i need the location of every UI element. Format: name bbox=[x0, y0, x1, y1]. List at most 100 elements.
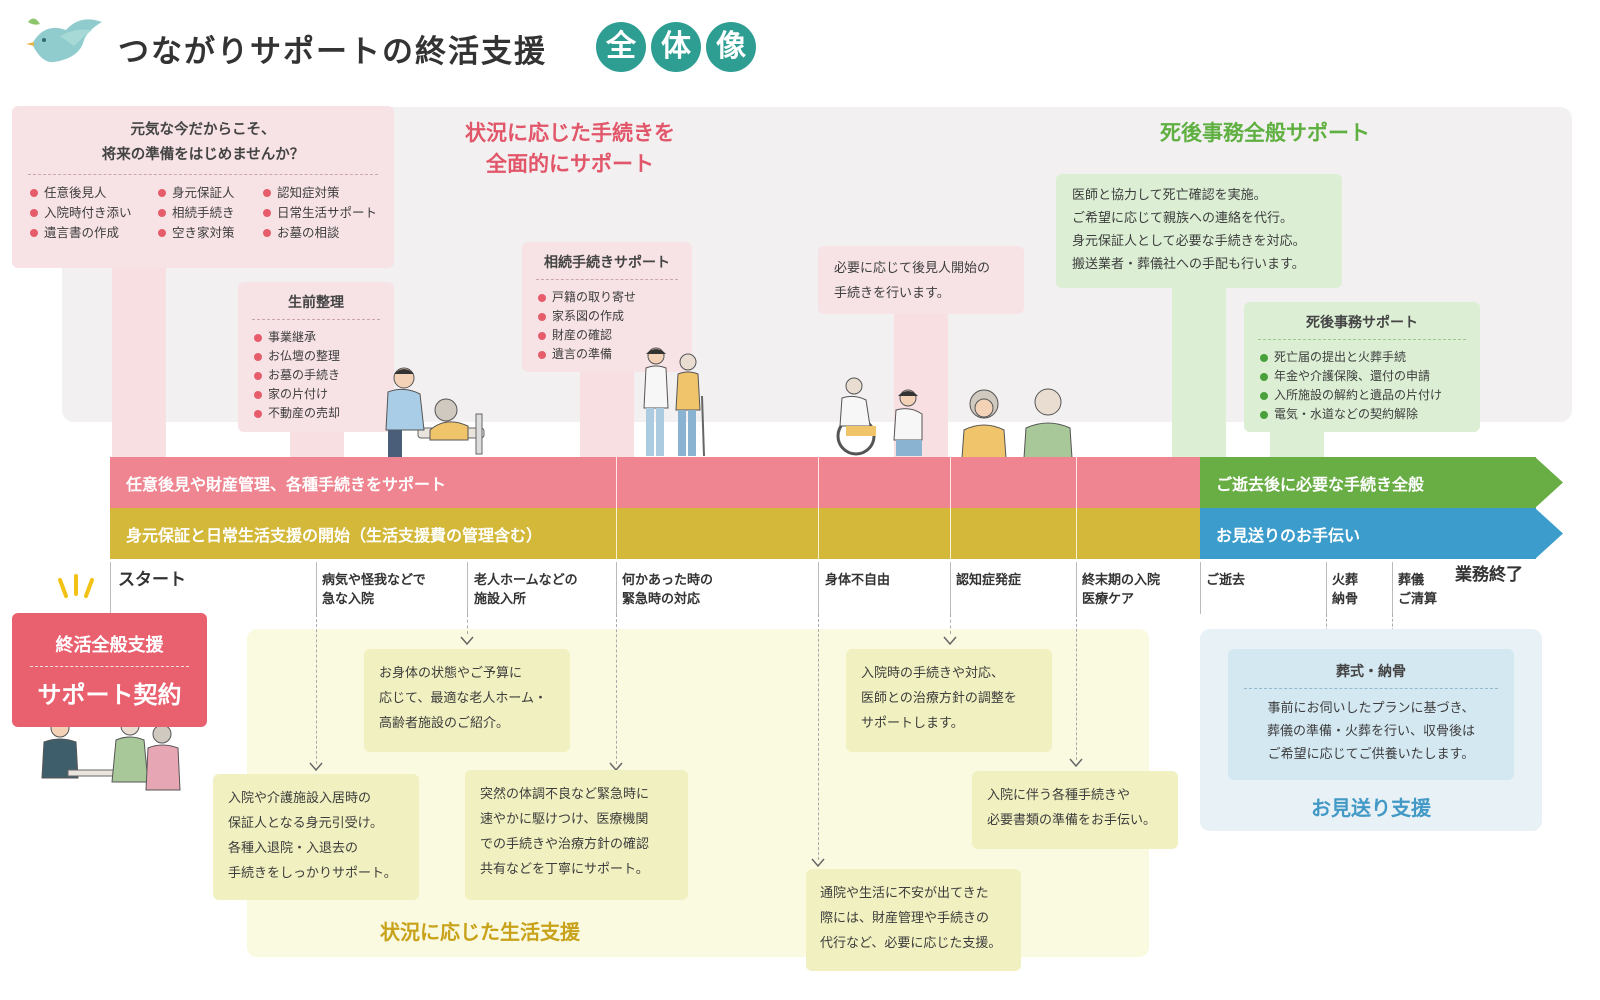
list-item: 相続手続き bbox=[156, 203, 251, 223]
list-item: お仏壇の整理 bbox=[252, 347, 380, 366]
title-badge-char-1: 全 bbox=[596, 22, 646, 72]
card-line: 高齢者施設のご紹介。 bbox=[379, 716, 510, 731]
stage-separator bbox=[1200, 562, 1201, 614]
stage-separator bbox=[818, 562, 819, 614]
connector-bar bbox=[290, 430, 344, 458]
list-item: 遺言の準備 bbox=[536, 345, 678, 364]
documents-card: 入院に伴う各種手続きや 必要書類の準備をお手伝い。 bbox=[972, 771, 1178, 849]
card-line: での手続きや治療方針の確認 bbox=[480, 837, 650, 852]
card-line: 手続きをしっかりサポート。 bbox=[228, 866, 397, 881]
stage-separator bbox=[1392, 562, 1393, 614]
band-financial-management: 任意後見や財産管理、各種手続きをサポート bbox=[110, 457, 1200, 508]
dashed-connector bbox=[950, 614, 951, 634]
list-item: 戸籍の取り寄せ bbox=[536, 288, 678, 307]
card-line: 手続きを行います。 bbox=[834, 286, 950, 301]
list-item: お墓の手続き bbox=[252, 366, 380, 385]
band-divider bbox=[1076, 457, 1077, 559]
card-line: 入院時の手続きや対応、 bbox=[861, 666, 1005, 681]
band-label: 身元保証と日常生活支援の開始（生活支援費の管理含む） bbox=[126, 525, 543, 545]
chevron-down-icon bbox=[1069, 758, 1083, 767]
band-label: お見送りのお手伝い bbox=[1216, 525, 1361, 545]
life-support-label: 状況に応じた生活支援 bbox=[380, 920, 580, 944]
card-line: 際には、財産管理や手続きの bbox=[820, 911, 990, 926]
intro-list-col3: 認知症対策 日常生活サポート お墓の相談 bbox=[261, 183, 377, 243]
list-item: 空き家対策 bbox=[156, 223, 251, 243]
stage-emergency: 何かあった時の緊急時の対応 bbox=[622, 573, 714, 607]
stage-separator bbox=[1326, 562, 1327, 614]
list-item: 身元保証人 bbox=[156, 183, 251, 203]
card-line: 各種入退院・入退去の bbox=[228, 841, 359, 856]
wheelchair-illustration bbox=[836, 377, 923, 456]
stage-separator bbox=[316, 562, 317, 614]
card-line: 事前にお伺いしたプランに基づき、 bbox=[1267, 701, 1475, 716]
card-line: 通院や生活に不安が出てきた bbox=[820, 886, 989, 901]
headline-line: 全面的にサポート bbox=[486, 152, 654, 176]
sparkle-icon bbox=[58, 574, 94, 598]
card-line: サポートします。 bbox=[861, 716, 964, 731]
death-confirmation-card: 医師と協力して死亡確認を実施。 ご希望に応じて親族への連絡を代行。 身元保証人と… bbox=[1056, 174, 1342, 288]
chevron-down-icon bbox=[943, 636, 957, 645]
stage-funeral: 葬儀ご清算 bbox=[1398, 573, 1438, 607]
card-line: 応じて、最適な老人ホーム・ bbox=[379, 691, 547, 706]
card-line: 必要書類の準備をお手伝い。 bbox=[987, 813, 1157, 828]
intro-list-col1: 任意後見人 入院時付き添い 遺言書の作成 bbox=[28, 183, 146, 243]
emergency-card: 突然の体調不良など緊急時に 速やかに駆けつけ、医療機関 での手続きや治療方針の確… bbox=[465, 770, 688, 900]
connector-bar bbox=[1270, 430, 1324, 458]
list-item: 不動産の売却 bbox=[252, 404, 380, 423]
band-divider bbox=[950, 457, 951, 559]
list-item: 認知症対策 bbox=[261, 183, 377, 203]
card-line: お身体の状態やご予算に bbox=[379, 666, 523, 681]
seizen-card: 生前整理 事業継承 お仏壇の整理 お墓の手続き 家の片付け 不動産の売却 bbox=[238, 282, 394, 432]
dove-logo-icon bbox=[26, 18, 102, 63]
band-divider bbox=[616, 457, 617, 559]
list-item: 年金や介護保険、還付の申請 bbox=[1258, 367, 1466, 386]
list-item: 事業継承 bbox=[252, 328, 380, 347]
headline-line: 状況に応じた手続きを bbox=[465, 121, 675, 145]
list-item: お墓の相談 bbox=[261, 223, 377, 243]
caregiver-bed-illustration bbox=[385, 367, 485, 458]
stage-start: スタート bbox=[118, 570, 186, 590]
intro-card: 元気な今だからこそ、 将来の準備をはじめませんか？ 任意後見人 入院時付き添い … bbox=[12, 106, 394, 268]
card-line: 保証人となる身元引受け。 bbox=[228, 816, 383, 831]
connector-bar bbox=[112, 268, 166, 458]
stage-hospitalization: 病気や怪我などで急な入院 bbox=[322, 573, 426, 607]
guarantor-card: 入院や介護施設入居時の 保証人となる身元引受け。 各種入退院・入退去の 手続きを… bbox=[213, 774, 419, 900]
dashed-connector bbox=[818, 614, 819, 860]
list-item: 財産の確認 bbox=[536, 326, 678, 345]
stage-passing: ご逝去 bbox=[1206, 573, 1246, 588]
stage-physical-disability: 身体不自由 bbox=[825, 573, 891, 588]
band-label: 任意後見や財産管理、各種手続きをサポート bbox=[126, 474, 447, 494]
card-title: 生前整理 bbox=[252, 292, 380, 320]
card-line: 突然の体調不良など緊急時に bbox=[480, 787, 650, 802]
list-item: 電気・水道などの契約解除 bbox=[1258, 405, 1466, 424]
card-line: 身元保証人として必要な手続きを対応。 bbox=[1072, 234, 1306, 249]
dashed-connector bbox=[316, 614, 317, 764]
stage-facility-entry: 老人ホームなどの施設入所 bbox=[474, 573, 578, 607]
list-item: 遺言書の作成 bbox=[28, 223, 146, 243]
admission-card: 入院時の手続きや対応、 医師との治療方針の調整を サポートします。 bbox=[846, 649, 1052, 752]
souzoku-card: 相続手続きサポート 戸籍の取り寄せ 家系図の作成 財産の確認 遺言の準備 bbox=[522, 242, 692, 372]
stage-separator bbox=[950, 562, 951, 614]
dashed-connector bbox=[1392, 614, 1393, 636]
stage-separator bbox=[467, 562, 468, 614]
list-item: 任意後見人 bbox=[28, 183, 146, 203]
outpatient-card: 通院や生活に不安が出てきた 際には、財産管理や手続きの 代行など、必要に応じた支… bbox=[806, 869, 1021, 971]
chevron-down-icon bbox=[309, 762, 323, 771]
intro-list-col2: 身元保証人 相続手続き 空き家対策 bbox=[156, 183, 251, 243]
arrow-head-blue bbox=[1535, 508, 1563, 559]
card-line: 代行など、必要に応じた支援。 bbox=[820, 936, 1002, 951]
card-line: 医師と協力して死亡確認を実施。 bbox=[1072, 188, 1267, 203]
connector-bar bbox=[580, 372, 634, 458]
page-title: つながりサポートの終活支援 bbox=[118, 34, 547, 70]
band-daily-support: 身元保証と日常生活支援の開始（生活支援費の管理含む） bbox=[110, 508, 1200, 559]
band-farewell: お見送りのお手伝い bbox=[1200, 508, 1536, 559]
dashed-connector bbox=[467, 614, 468, 634]
support-contract-box: 終活全般支援 サポート契約 bbox=[12, 613, 207, 727]
list-item: 家系図の作成 bbox=[536, 307, 678, 326]
card-line: 共有などを丁寧にサポート。 bbox=[480, 862, 649, 877]
list-item: 死亡届の提出と火葬手続 bbox=[1258, 348, 1466, 367]
contract-top-label: 終活全般支援 bbox=[55, 635, 164, 656]
band-posthumous-procedures: ご逝去後に必要な手続き全般 bbox=[1200, 457, 1536, 508]
list-item: 家の片付け bbox=[252, 385, 380, 404]
guardianship-card: 必要に応じて後見人開始の 手続きを行います。 bbox=[818, 246, 1024, 314]
